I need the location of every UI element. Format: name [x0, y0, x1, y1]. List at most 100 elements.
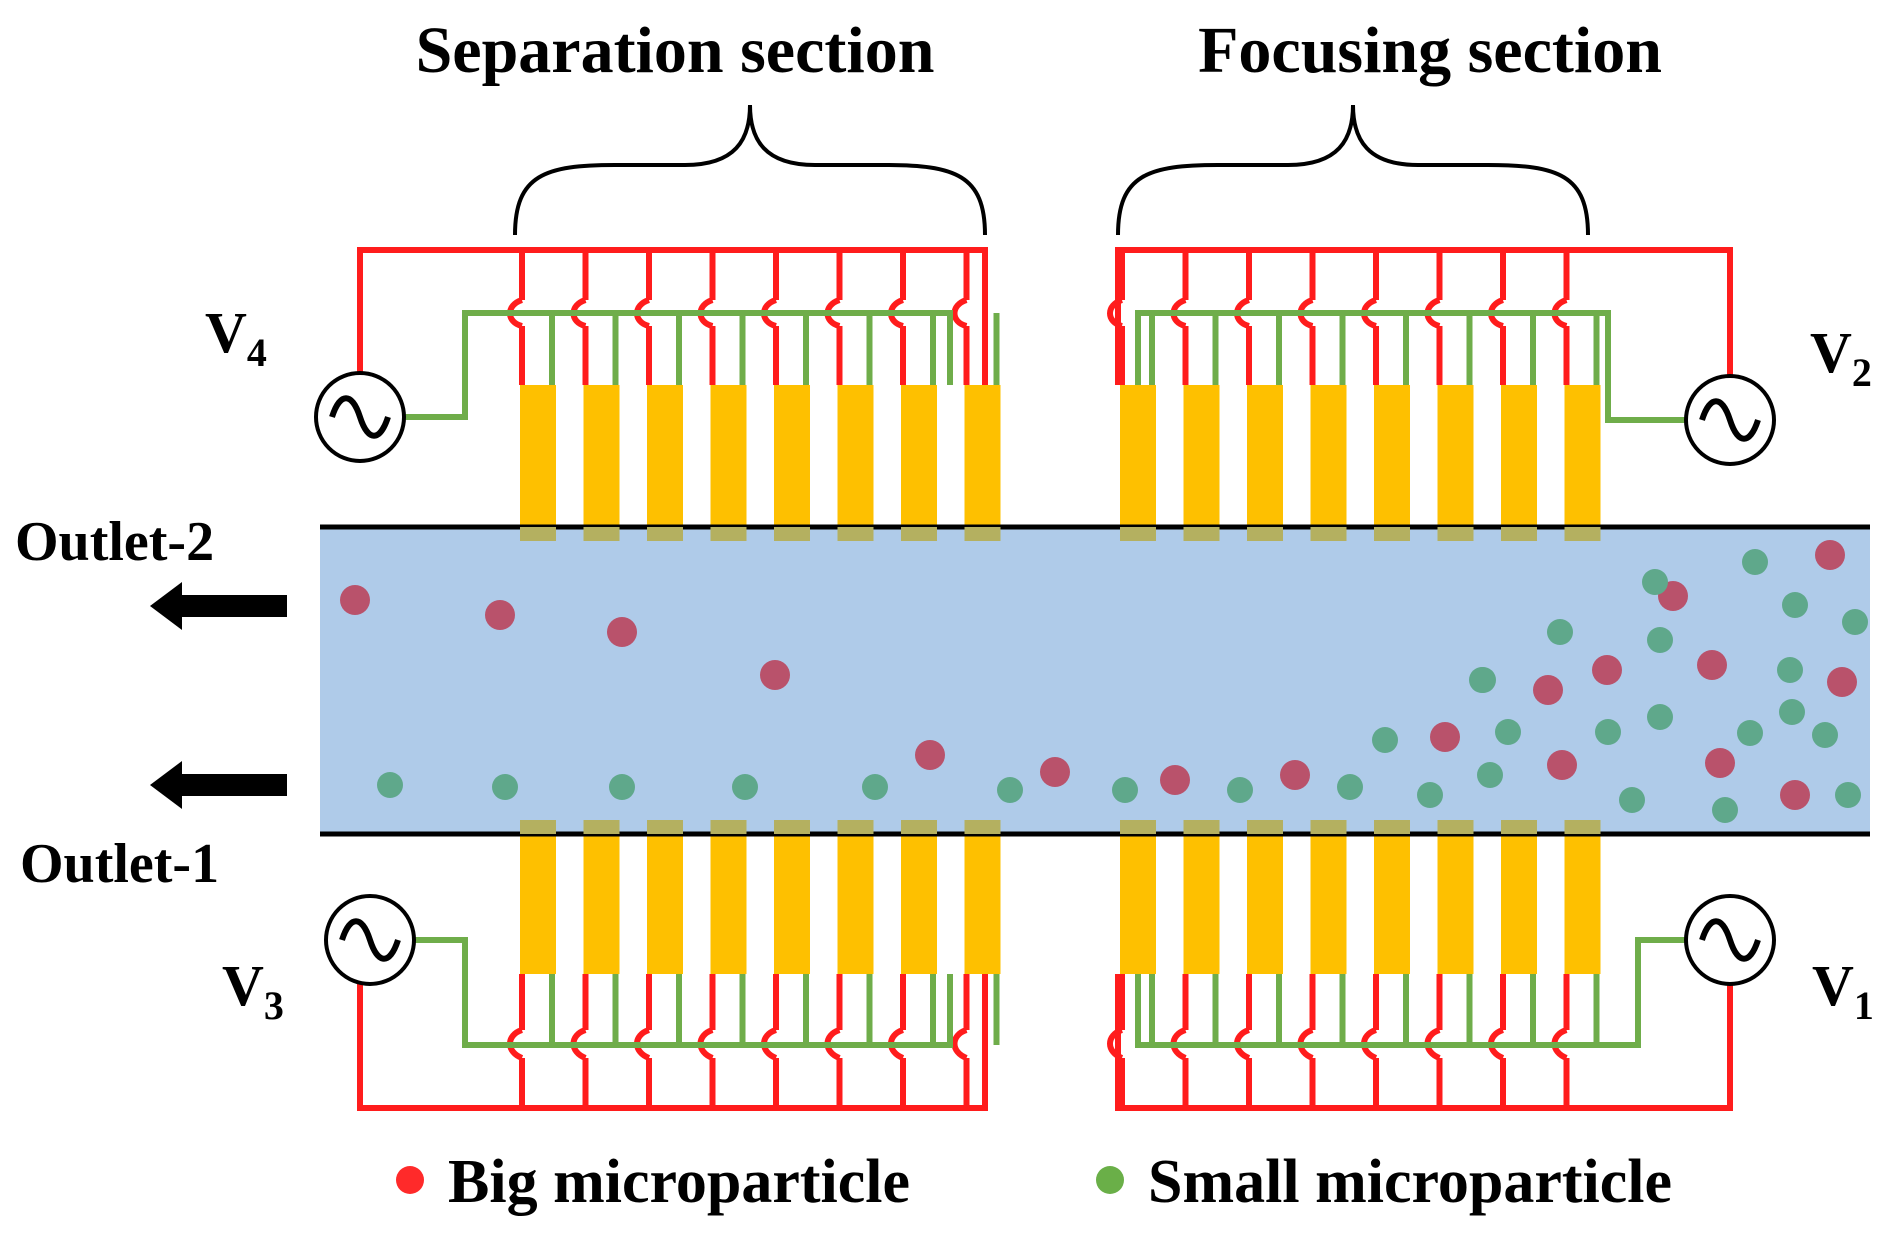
legend-big-label: Big microparticle	[448, 1148, 910, 1216]
electrode-bottom-tip	[583, 820, 620, 834]
small-microparticle	[1712, 797, 1738, 823]
red-bus-bottom	[1115, 974, 1733, 1111]
small-microparticle	[1777, 657, 1803, 683]
small-microparticle	[1835, 782, 1861, 808]
big-microparticle	[1827, 667, 1857, 697]
big-microparticle	[1533, 675, 1563, 705]
ac-source-icon	[314, 371, 406, 463]
electrode-bottom-tip	[901, 820, 937, 834]
small-microparticle	[1547, 619, 1573, 645]
legend-big-marker	[396, 1166, 424, 1194]
electrode-top	[583, 385, 620, 527]
small-microparticle	[862, 774, 888, 800]
separation-brace	[513, 104, 987, 236]
small-microparticle	[1812, 722, 1838, 748]
electrode-top-tip	[520, 527, 556, 541]
focusing-brace	[1116, 104, 1590, 236]
electrode-top	[964, 385, 1001, 527]
small-microparticle	[1647, 627, 1673, 653]
electrode-bottom	[583, 834, 620, 974]
electrode-bottom-tip	[1374, 820, 1410, 834]
green-bus-bottom	[414, 937, 953, 1048]
electrode-top	[1374, 385, 1410, 527]
small-microparticle	[1477, 762, 1503, 788]
electrode-bottom	[1247, 834, 1283, 974]
small-microparticle	[1737, 720, 1763, 746]
legend-small-marker	[1096, 1166, 1124, 1194]
legend-small-label: Small microparticle	[1148, 1148, 1672, 1216]
small-microparticle	[1337, 774, 1363, 800]
green-bus-top	[404, 310, 953, 420]
electrode-bottom-tip	[1564, 820, 1601, 834]
ac-source-icon	[1684, 374, 1776, 466]
electrode-bottom-tip	[1501, 820, 1537, 834]
electrode-overlap	[520, 527, 1601, 834]
small-microparticle	[1842, 609, 1868, 635]
big-microparticle	[1815, 540, 1845, 570]
electrode-top	[647, 385, 683, 527]
small-microparticle	[1470, 667, 1496, 693]
ac-source-icon	[324, 894, 416, 986]
small-microparticle	[1619, 787, 1645, 813]
electrode-bottom	[1183, 834, 1220, 974]
electrode-top	[1183, 385, 1220, 527]
big-microparticle	[1430, 722, 1460, 752]
particles	[340, 540, 1868, 823]
electrode-top	[1501, 385, 1537, 527]
big-microparticle	[340, 585, 370, 615]
electrode-top-tip	[901, 527, 937, 541]
electrode-top-tip	[583, 527, 620, 541]
electrode-bottom	[1120, 834, 1156, 974]
small-microparticle	[1642, 569, 1668, 595]
big-microparticle	[1705, 748, 1735, 778]
big-microparticle	[760, 660, 790, 690]
electrode-bottom	[774, 834, 810, 974]
big-microparticle	[485, 600, 515, 630]
small-microparticle	[1647, 704, 1673, 730]
electrode-bottom-tip	[774, 820, 810, 834]
electrode-bottom	[1564, 834, 1601, 974]
electrode-top-tip	[774, 527, 810, 541]
ac-source-icon	[1684, 894, 1776, 986]
left-arrow-icon	[150, 761, 287, 809]
electrode-top	[1310, 385, 1347, 527]
big-microparticle	[1592, 655, 1622, 685]
electrode-bottom	[1310, 834, 1347, 974]
outlet-1-label: Outlet-1	[20, 833, 219, 895]
small-microparticle	[1417, 782, 1443, 808]
small-microparticle	[609, 774, 635, 800]
focusing-section-title: Focusing section	[1198, 14, 1662, 87]
small-microparticle	[1595, 719, 1621, 745]
electrode-top	[1120, 385, 1156, 527]
electrode-bottom	[710, 834, 747, 974]
electrode-bottom	[520, 834, 556, 974]
big-microparticle	[1697, 650, 1727, 680]
big-microparticle	[1160, 765, 1190, 795]
electrode-bottom-tip	[1310, 820, 1347, 834]
red-bus-top	[1115, 247, 1733, 385]
electrode-bottom-tip	[837, 820, 874, 834]
electrode-bottom-tip	[1437, 820, 1474, 834]
v3-label: V3	[222, 953, 284, 1028]
electrode-top-tip	[1564, 527, 1601, 541]
v1-label: V1	[1812, 953, 1874, 1028]
electrode-bottom	[837, 834, 874, 974]
electrode-bottom	[901, 834, 937, 974]
electrode-bottom-tip	[1183, 820, 1220, 834]
big-microparticle	[1040, 757, 1070, 787]
small-microparticle	[997, 777, 1023, 803]
big-microparticle	[1280, 760, 1310, 790]
big-microparticle	[1780, 780, 1810, 810]
green-bus-bottom	[1135, 937, 1686, 1048]
outlet-2-label: Outlet-2	[15, 511, 214, 573]
electrode-top-tip	[1247, 527, 1283, 541]
electrode-bottom	[964, 834, 1001, 974]
small-microparticle	[377, 772, 403, 798]
electrode-top-tip	[964, 527, 1001, 541]
electrode-bottom-tip	[1247, 820, 1283, 834]
electrode-bottom-tip	[647, 820, 683, 834]
electrode-top-tip	[837, 527, 874, 541]
red-bus-bottom	[357, 974, 988, 1111]
small-microparticle	[1779, 699, 1805, 725]
v4-label: V4	[205, 300, 267, 375]
